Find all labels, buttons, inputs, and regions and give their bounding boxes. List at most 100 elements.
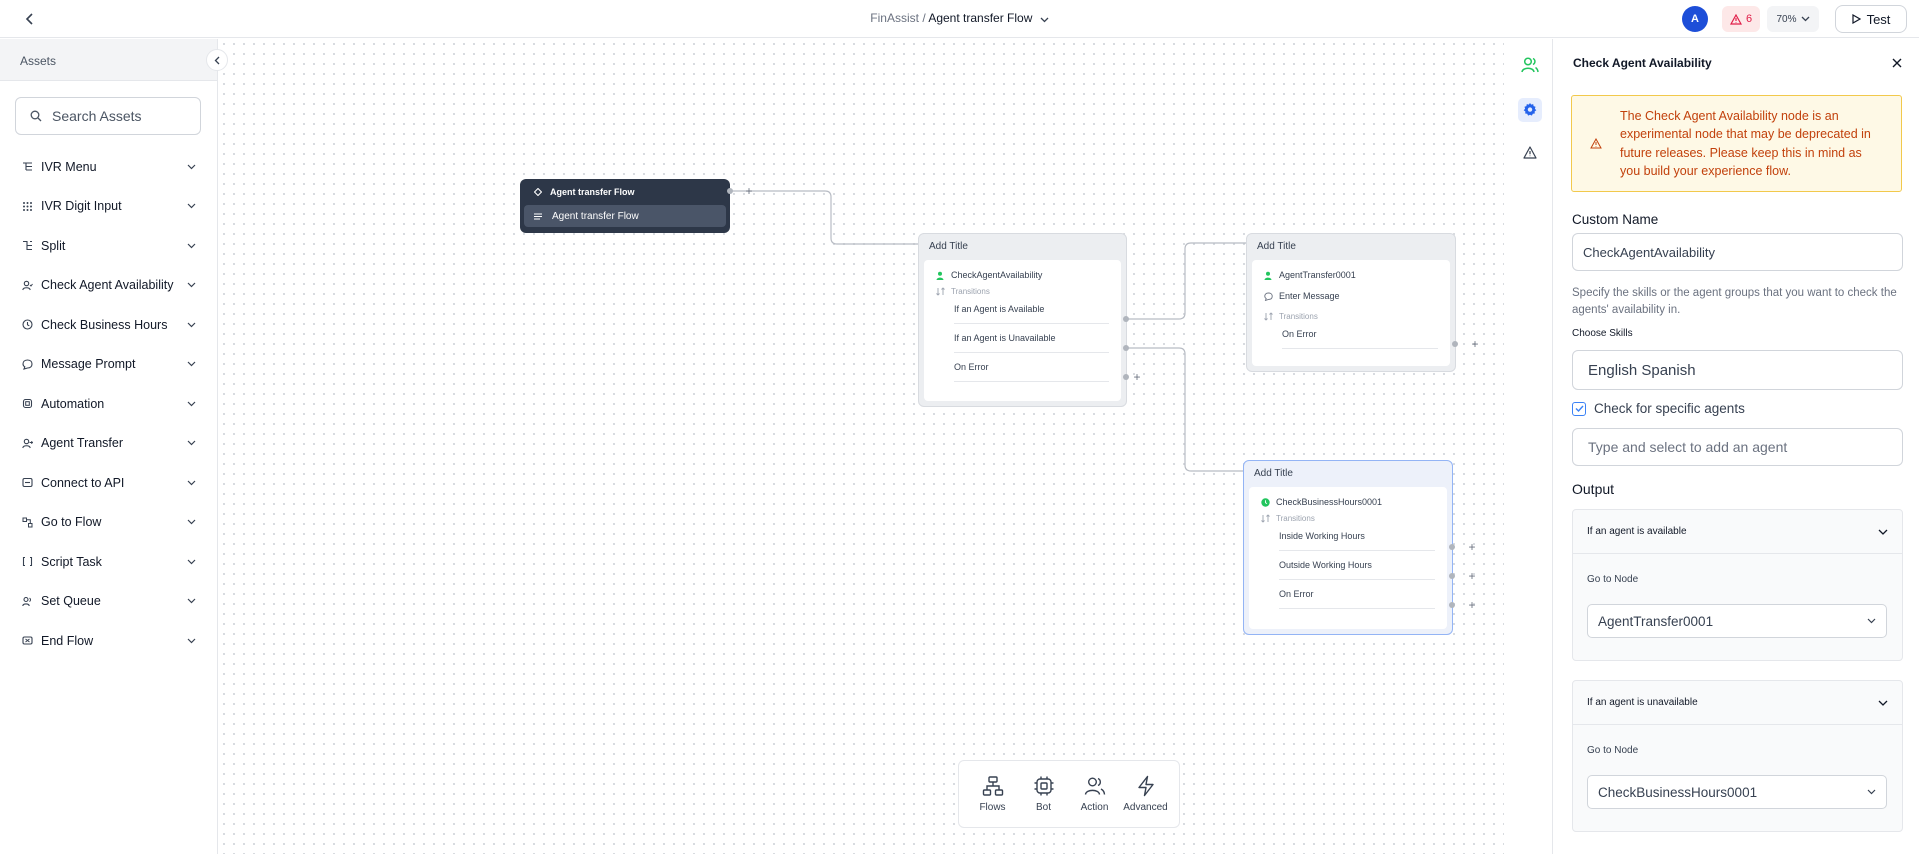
lightning-icon (1137, 775, 1154, 797)
add-connection-icon[interactable]: + (1468, 569, 1476, 583)
add-connection-icon[interactable]: + (745, 184, 753, 198)
asset-item-script-task[interactable]: Script Task (0, 542, 218, 582)
divider (1279, 608, 1435, 609)
add-connection-icon[interactable]: + (1133, 370, 1141, 384)
check-specific-agents[interactable]: Check for specific agents (1572, 401, 1745, 416)
custom-name-label: Custom Name (1572, 212, 1659, 227)
bot-icon (21, 398, 33, 410)
output-title: If an agent is unavailable (1587, 697, 1698, 708)
asset-item-label: Connect to API (41, 475, 125, 490)
tool-action[interactable]: Action (1071, 775, 1119, 813)
asset-item-connect-to-api[interactable]: Connect to API (0, 463, 218, 503)
add-connection-icon[interactable]: + (1468, 598, 1476, 612)
transition-port[interactable] (1123, 316, 1129, 322)
search-icon (30, 110, 42, 122)
warnings-badge[interactable]: 6 (1722, 6, 1760, 32)
transition-port[interactable] (1452, 341, 1458, 347)
go-to-node-select[interactable]: CheckBusinessHours0001 (1587, 775, 1887, 809)
check-agent-availability-node[interactable]: Add Title CheckAgentAvailability Transit… (918, 233, 1127, 407)
transition-row[interactable]: If an Agent is Available (954, 304, 1109, 314)
node-title[interactable]: Add Title (929, 241, 968, 252)
start-node-body: Agent transfer Flow (524, 205, 726, 227)
transition-port[interactable] (1449, 602, 1455, 608)
agent-search-input[interactable] (1588, 439, 1902, 455)
check-business-hours-node[interactable]: Add Title CheckBusinessHours0001 Transit… (1243, 460, 1453, 635)
tool-advanced[interactable]: Advanced (1122, 775, 1170, 813)
node-title[interactable]: Add Title (1254, 468, 1293, 479)
asset-item-set-queue[interactable]: Set Queue (0, 582, 218, 622)
search-input[interactable] (52, 108, 192, 124)
transition-port[interactable] (1123, 345, 1129, 351)
zoom-dropdown[interactable]: 70% (1767, 6, 1819, 32)
transition-port[interactable] (1123, 374, 1129, 380)
asset-item-go-to-flow[interactable]: Go to Flow (0, 503, 218, 543)
add-connection-icon[interactable]: + (1471, 337, 1479, 351)
transition-row[interactable]: Outside Working Hours (1279, 560, 1435, 570)
output-accordion-header[interactable]: If an agent is available (1573, 510, 1902, 554)
divider (954, 352, 1109, 353)
start-node-port[interactable] (727, 188, 733, 194)
collapse-panel-button[interactable] (206, 49, 228, 71)
node-title[interactable]: Add Title (1257, 241, 1296, 252)
play-icon (1851, 14, 1861, 24)
flow-canvas[interactable]: Agent transfer Flow Agent transfer Flow … (219, 39, 1504, 854)
breadcrumb-app[interactable]: FinAssist (870, 11, 919, 25)
chevron-down-icon (187, 243, 196, 249)
settings-tab[interactable] (1518, 98, 1542, 122)
agent-properties-tab[interactable] (1518, 53, 1542, 77)
transition-row[interactable]: On Error (1279, 589, 1435, 599)
transition-row[interactable]: Inside Working Hours (1279, 531, 1435, 541)
avatar[interactable]: A (1682, 6, 1708, 32)
breadcrumb-current-flow[interactable]: Agent transfer Flow (928, 11, 1033, 25)
asset-item-ivr-menu[interactable]: IVR Menu (0, 147, 218, 187)
warning-icon (1572, 138, 1620, 149)
edge-unavailable-to-business-hours (1126, 347, 1244, 472)
asset-item-check-business-hours[interactable]: Check Business Hours (0, 305, 218, 345)
choose-skills-label: Choose Skills (1572, 328, 1633, 339)
flow-icon (21, 516, 33, 528)
warnings-tab[interactable] (1518, 140, 1542, 164)
test-button[interactable]: Test (1835, 5, 1907, 33)
queue-icon (21, 595, 33, 607)
output-card-available: If an agent is available Go to Node Agen… (1572, 509, 1903, 661)
asset-item-end-flow[interactable]: End Flow (0, 621, 218, 661)
checkbox[interactable] (1572, 401, 1586, 416)
asset-item-automation[interactable]: Automation (0, 384, 218, 424)
transitions-label: Transitions (1276, 514, 1315, 523)
divider (954, 381, 1109, 382)
transitions-header: Transitions (1261, 514, 1435, 523)
go-to-node-select[interactable]: AgentTransfer0001 (1587, 604, 1887, 638)
transition-row[interactable]: On Error (954, 362, 1109, 372)
agent-select-field (1572, 428, 1903, 466)
tool-flows[interactable]: Flows (969, 775, 1017, 813)
node-body: AgentTransfer0001 Enter Message Transiti… (1252, 260, 1450, 366)
tool-bot[interactable]: Bot (1020, 775, 1068, 813)
asset-item-agent-transfer[interactable]: Agent Transfer (0, 424, 218, 464)
experimental-notice: The Check Agent Availability node is an … (1571, 95, 1902, 192)
output-accordion-header[interactable]: If an agent is unavailable (1573, 681, 1902, 725)
asset-item-split[interactable]: Split (0, 226, 218, 266)
close-icon[interactable] (1891, 57, 1905, 71)
skills-input[interactable] (1588, 361, 1902, 379)
custom-name-input[interactable] (1583, 244, 1902, 260)
add-connection-icon[interactable]: + (1468, 540, 1476, 554)
asset-item-check-agent-availability[interactable]: Check Agent Availability (0, 266, 218, 306)
chevron-down-icon (187, 519, 196, 525)
message-row[interactable]: Enter Message (1264, 291, 1438, 301)
agent-transfer-node[interactable]: Add Title AgentTransfer0001 Enter Messag… (1246, 233, 1456, 372)
start-node[interactable]: Agent transfer Flow Agent transfer Flow (520, 179, 730, 233)
asset-item-label: End Flow (41, 633, 94, 648)
transition-row[interactable]: On Error (1282, 329, 1438, 339)
asset-item-ivr-digit-input[interactable]: IVR Digit Input (0, 187, 218, 227)
transition-port[interactable] (1449, 573, 1455, 579)
transition-label: Inside Working Hours (1279, 531, 1365, 541)
node-name: AgentTransfer0001 (1279, 270, 1356, 280)
message-icon (21, 358, 33, 370)
back-icon[interactable] (20, 9, 40, 29)
start-node-label: Agent transfer Flow (552, 210, 639, 222)
transition-port[interactable] (1449, 544, 1455, 550)
chevron-down-icon[interactable] (1040, 12, 1049, 26)
checkmark-icon (1575, 405, 1584, 412)
asset-item-message-prompt[interactable]: Message Prompt (0, 345, 218, 385)
transition-row[interactable]: If an Agent is Unavailable (954, 333, 1109, 343)
